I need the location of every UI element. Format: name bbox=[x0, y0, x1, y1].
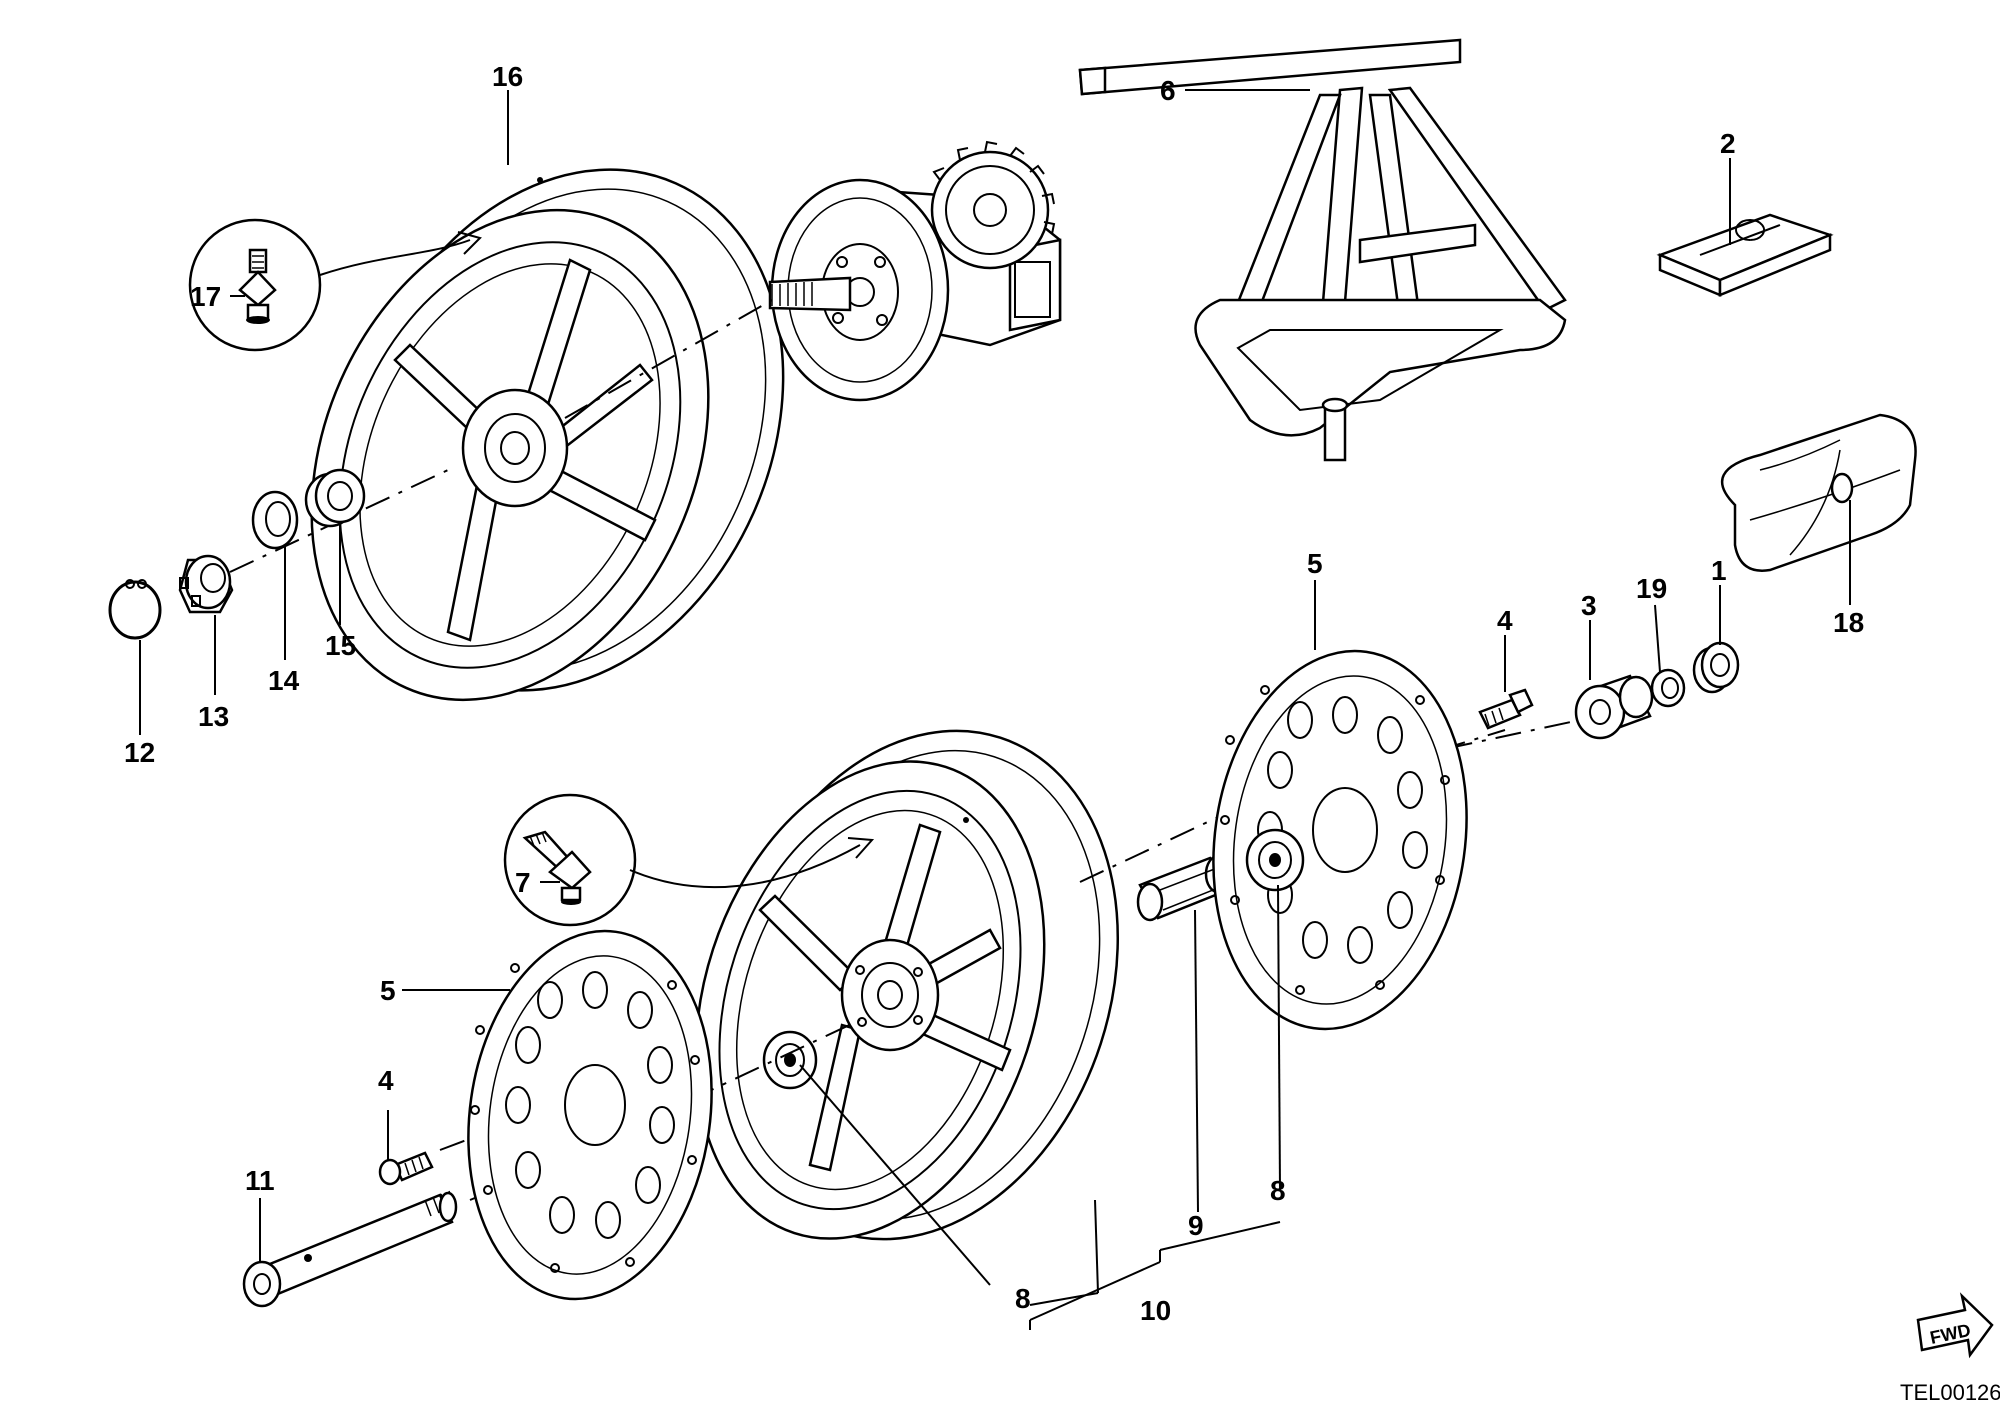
nut-1 bbox=[1692, 641, 1740, 694]
brake-disc-right bbox=[1212, 649, 1468, 1031]
callout-16: 16 bbox=[492, 61, 523, 92]
callout-1: 1 bbox=[1711, 555, 1727, 586]
callout-5-lower: 5 bbox=[380, 975, 396, 1006]
valve-inset-7 bbox=[503, 793, 875, 927]
callout-6: 6 bbox=[1160, 75, 1176, 106]
callout-labels: 16 6 2 17 18 15 14 13 12 5 4 3 19 1 7 5 … bbox=[124, 61, 1864, 1326]
tool-kit-2 bbox=[1656, 213, 1834, 297]
callout-10: 10 bbox=[1140, 1295, 1171, 1326]
callout-8-left: 8 bbox=[1015, 1283, 1031, 1314]
callout-13: 13 bbox=[198, 701, 229, 732]
swingarm-sprocket bbox=[768, 140, 1062, 402]
callout-14: 14 bbox=[268, 665, 300, 696]
nut-13 bbox=[178, 554, 234, 614]
bearing-8-right bbox=[1245, 828, 1305, 892]
callout-18: 18 bbox=[1833, 607, 1864, 638]
callout-11: 11 bbox=[245, 1165, 275, 1196]
bolt-4-upper bbox=[1478, 688, 1534, 730]
washer-19 bbox=[1650, 668, 1686, 708]
callout-5-upper: 5 bbox=[1307, 548, 1323, 579]
fwd-arrow-icon: FWD bbox=[1916, 1292, 1994, 1359]
paddock-stand bbox=[1078, 38, 1567, 462]
callout-3: 3 bbox=[1581, 590, 1597, 621]
front-axle-line-far bbox=[1299, 719, 1581, 781]
rear-wheel bbox=[310, 168, 785, 702]
washer-14 bbox=[251, 490, 299, 550]
callout-15: 15 bbox=[325, 630, 356, 661]
leader-lines bbox=[139, 89, 1851, 1330]
rear-axle-line-2 bbox=[564, 299, 773, 419]
front-axle-line-right bbox=[1079, 787, 1281, 883]
callout-17: 17 bbox=[190, 281, 221, 312]
bolt-4-lower bbox=[378, 1151, 434, 1186]
spacer-15 bbox=[304, 468, 366, 528]
brake-disc-left bbox=[467, 929, 713, 1301]
callout-2: 2 bbox=[1720, 128, 1736, 159]
callout-19: 19 bbox=[1636, 573, 1667, 604]
valve-inset-17 bbox=[188, 218, 482, 352]
callout-4-lower: 4 bbox=[378, 1065, 394, 1096]
callout-12: 12 bbox=[124, 737, 155, 768]
front-axle-11 bbox=[242, 1190, 458, 1308]
callout-8-right: 8 bbox=[1270, 1175, 1286, 1206]
callout-4-upper: 4 bbox=[1497, 605, 1513, 636]
front-wheel bbox=[694, 729, 1120, 1241]
front-axle-line-left bbox=[689, 1019, 861, 1101]
tool-bag-18 bbox=[1720, 413, 1917, 572]
spacer-3 bbox=[1574, 674, 1654, 740]
circlip-12 bbox=[108, 579, 162, 640]
callout-7: 7 bbox=[515, 867, 531, 898]
callout-9: 9 bbox=[1188, 1210, 1204, 1241]
bearing-8-left bbox=[762, 1030, 818, 1090]
drawing-code: TEL00126 bbox=[1900, 1380, 2000, 1405]
